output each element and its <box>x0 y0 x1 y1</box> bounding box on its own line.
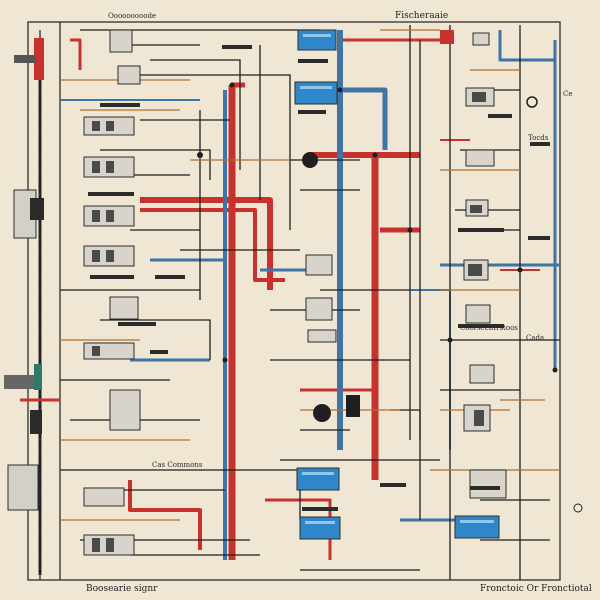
label-right-toc: Tocds <box>528 134 549 142</box>
label-top-center: Fischeraaie <box>395 11 448 21</box>
label-right-ce: Ce <box>563 90 573 98</box>
label-mid-right-sensor: Coorscentrstoos <box>460 324 518 332</box>
side-panels <box>4 30 454 511</box>
blue-wires <box>60 30 560 560</box>
label-right-cada: Cada <box>526 334 544 342</box>
black-wires <box>60 25 560 580</box>
label-top-left: Ooooooooode <box>108 12 156 20</box>
blue-modules <box>294 29 500 540</box>
motor-components <box>197 96 583 513</box>
label-mid-common: Cas Commons <box>152 461 203 469</box>
left-switch-boxes <box>83 29 507 556</box>
switch-handles <box>92 92 486 552</box>
label-tags <box>88 45 550 511</box>
label-bottom-right: Fronctoic Or Fronctiotal <box>480 584 592 594</box>
label-bottom-left: Boosearie signr <box>86 584 158 594</box>
left-chain-bus <box>14 38 44 575</box>
junction-dots <box>222 82 558 373</box>
